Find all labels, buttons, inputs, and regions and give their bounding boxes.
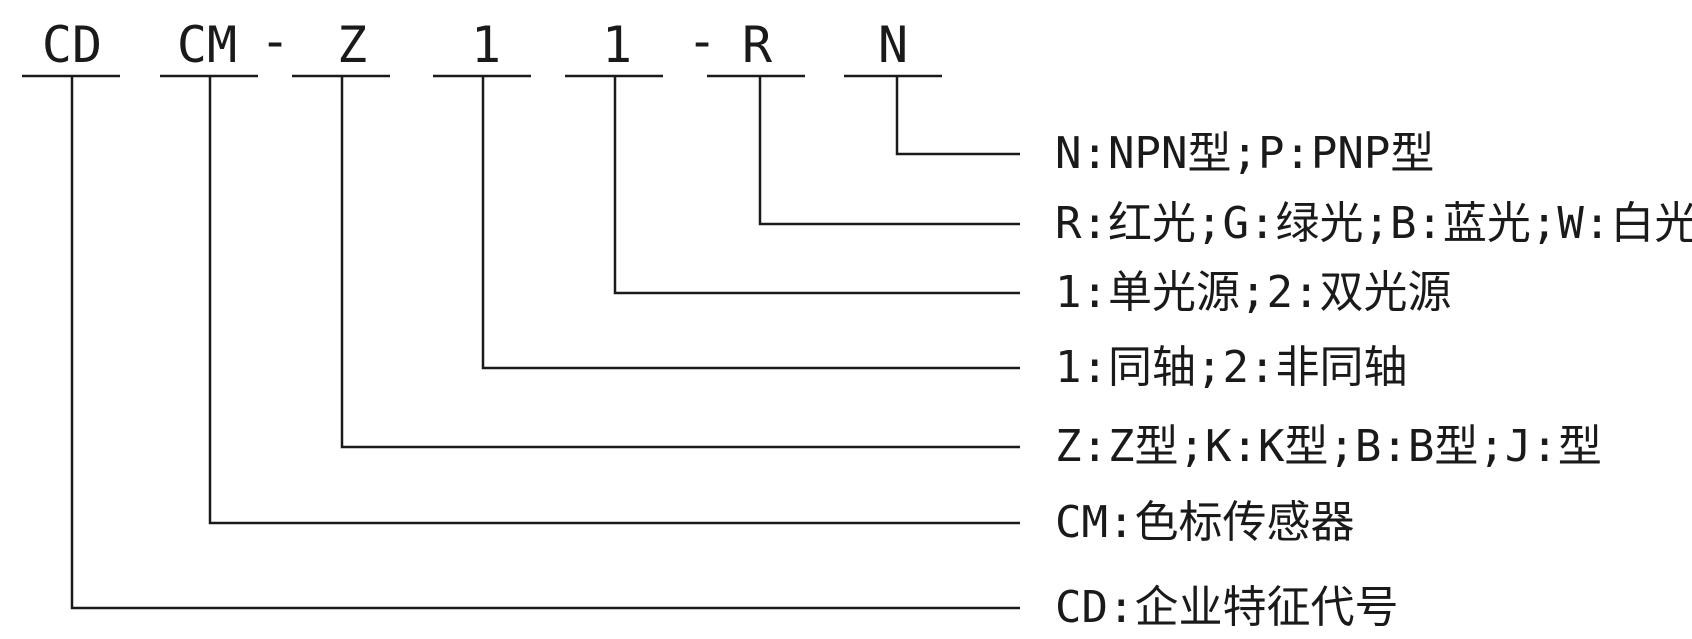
code-segment-n: N (878, 16, 908, 74)
code-separator-1: - (260, 12, 290, 70)
connector-n (895, 76, 1020, 156)
code-segment-cd: CD (42, 16, 102, 74)
code-segment-1b: 1 (602, 16, 632, 74)
code-segment-z: Z (337, 16, 367, 74)
desc-company-code: CD:企业特征代号 (1055, 582, 1398, 633)
connector-1a (481, 76, 1020, 370)
desc-color-sensor: CM:色标传感器 (1055, 497, 1354, 548)
connector-1b (613, 76, 1020, 295)
desc-type: Z:Z型;K:K型;B:B型;J:型 (1055, 421, 1602, 472)
connector-r (758, 76, 1020, 226)
code-segment-cm: CM (177, 16, 237, 74)
connector-z (340, 76, 1020, 449)
connector-cd (70, 76, 1020, 610)
desc-light-color: R:红光;G:绿光;B:蓝光;W:白光 (1055, 198, 1692, 249)
code-separator-2: - (687, 12, 717, 70)
desc-axis: 1:同轴;2:非同轴 (1055, 342, 1407, 393)
code-segment-r: R (742, 16, 773, 74)
connector-cm (208, 76, 1020, 525)
desc-light-source: 1:单光源;2:双光源 (1055, 267, 1451, 318)
code-segment-1a: 1 (471, 16, 501, 74)
desc-npn-pnp: N:NPN型;P:PNP型 (1055, 128, 1434, 179)
